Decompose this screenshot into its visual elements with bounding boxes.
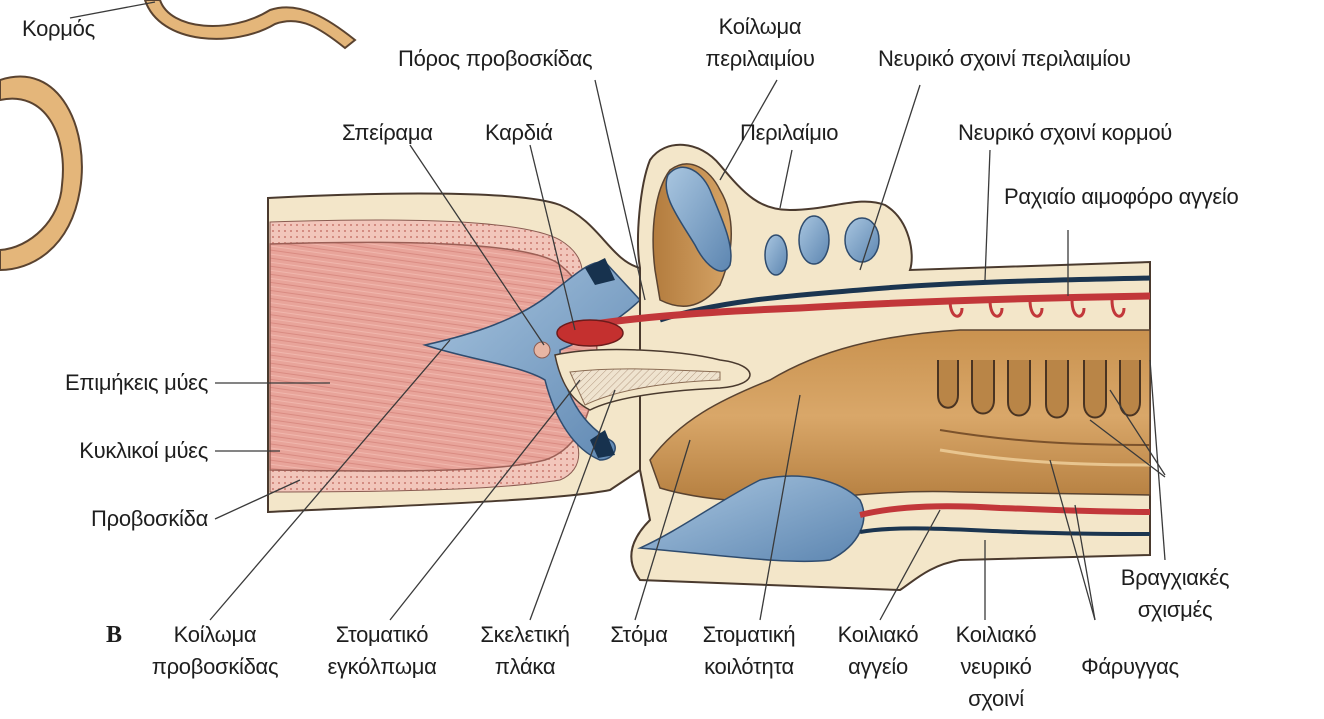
label-glomerulus: Σπείραμα (342, 120, 433, 146)
label-mouth: Στόμα (594, 622, 684, 648)
label-proboscis-coelom-line1: Κοίλωμα (130, 622, 300, 648)
label-collar-nerve-cord: Νευρικό σχοινί περιλαιμίου (878, 46, 1131, 72)
label-gill-slits-line2: σχισμές (1100, 597, 1250, 623)
label-dorsal-vessel: Ραχιαίο αιμοφόρο αγγείο (1004, 184, 1238, 210)
label-buccal-cavity-line2: κοιλότητα (684, 654, 814, 680)
label-ventral-nerve-cord-line1: Κοιλιακό (936, 622, 1056, 648)
label-ventral-nerve-cord-line3: σχοινί (936, 686, 1056, 712)
figure-letter: B (106, 622, 122, 648)
label-buccal-cavity-line1: Στοματική (684, 622, 814, 648)
label-ventral-vessel-line1: Κοιλιακό (818, 622, 938, 648)
label-proboscis-pore: Πόρος προβοσκίδας (398, 46, 592, 72)
label-collar-coelom-line2: περιλαιμίου (690, 46, 830, 72)
label-trunk-nerve-cord: Νευρικό σχοινί κορμού (958, 120, 1172, 146)
label-skeletal-plate-line2: πλάκα (460, 654, 590, 680)
label-skeletal-plate-line1: Σκελετική (460, 622, 590, 648)
label-longitudinal-muscles: Επιμήκεις μύες (0, 370, 208, 396)
label-buccal-diverticulum-line2: εγκόλπωμα (312, 654, 452, 680)
label-pharynx: Φάρυγγας (1060, 654, 1200, 680)
label-circular-muscles: Κυκλικοί μύες (0, 438, 208, 464)
label-buccal-diverticulum-line1: Στοματικό (312, 622, 452, 648)
label-ventral-vessel-line2: αγγείο (818, 654, 938, 680)
label-proboscis: Προβοσκίδα (0, 506, 208, 532)
collar-trunk-drawing (534, 145, 1150, 590)
label-proboscis-coelom-line2: προβοσκίδας (130, 654, 300, 680)
label-heart: Καρδιά (485, 120, 553, 146)
label-trunk: Κορμός (22, 16, 95, 42)
label-collar-coelom-line1: Κοίλωμα (690, 14, 830, 40)
label-gill-slits-line1: Βραγχιακές (1100, 565, 1250, 591)
label-ventral-nerve-cord-line2: νευρικό (936, 654, 1056, 680)
label-collar: Περιλαίμιο (740, 120, 838, 146)
